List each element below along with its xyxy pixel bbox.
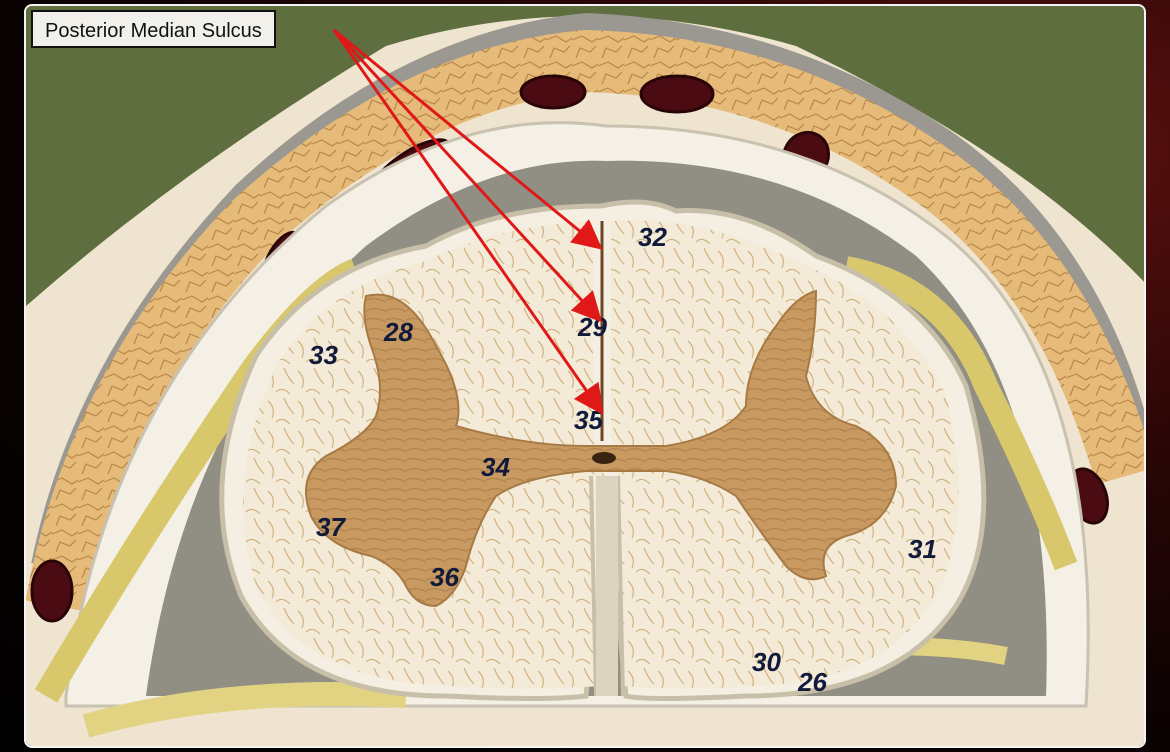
number-label: 30	[752, 647, 781, 677]
central-canal	[592, 452, 616, 464]
number-label: 33	[309, 340, 338, 370]
number-label: 28	[383, 317, 413, 347]
anterior-median-fissure	[589, 475, 625, 697]
structure-label: Posterior Median Sulcus	[31, 10, 276, 48]
number-label: 32	[638, 222, 667, 252]
number-label: 37	[316, 512, 346, 542]
spinal-cord-model: 32 29 35 33 28 34 37 36 31 30 26	[26, 6, 1144, 746]
number-label: 36	[430, 562, 459, 592]
number-label: 29	[577, 312, 607, 342]
nerve-root-right	[843, 256, 1078, 571]
number-label: 26	[797, 667, 827, 697]
nerve-rootlets-left	[82, 682, 407, 738]
number-label: 34	[481, 452, 510, 482]
number-label: 35	[574, 405, 603, 435]
anatomy-photo: 32 29 35 33 28 34 37 36 31 30 26	[24, 4, 1146, 748]
number-label: 31	[908, 534, 937, 564]
